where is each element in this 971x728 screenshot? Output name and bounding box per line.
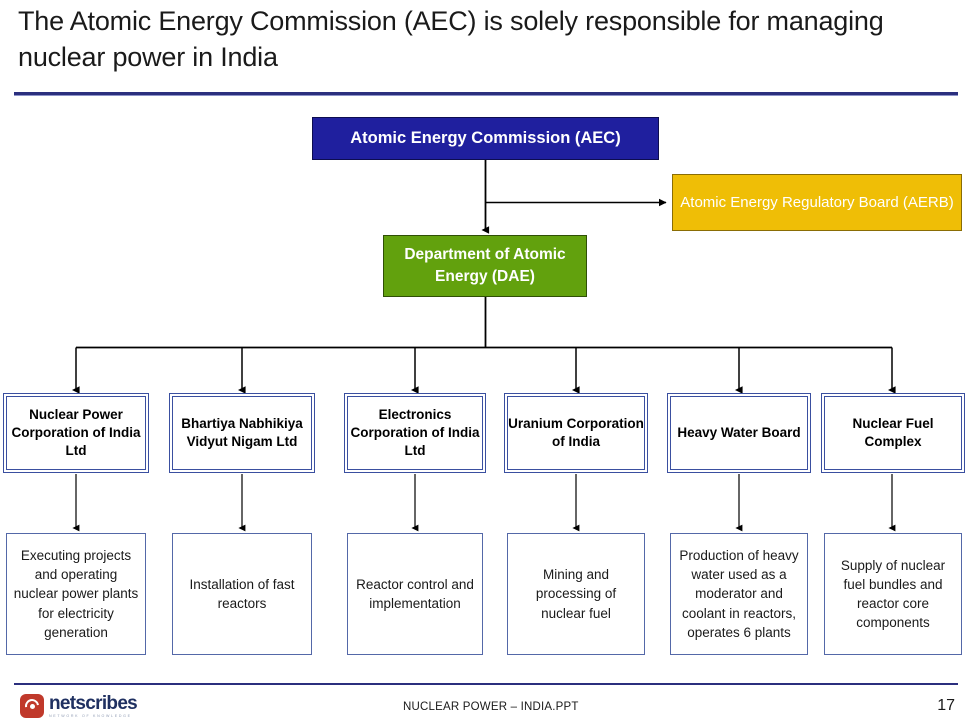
- org-box-nuclear-fuel-complex[interactable]: Nuclear Fuel Complex: [821, 393, 965, 473]
- logo-wordmark: netscribes: [49, 693, 138, 714]
- org-box-bhartiya-nabhikiya-vidyut-nigam[interactable]: Bhartiya Nabhikiya Vidyut Nigam Ltd: [169, 393, 315, 473]
- logo-tagline: network of knowledge: [49, 714, 132, 718]
- desc-box-nuclear-power-corporation: Executing projects and operating nuclear…: [6, 533, 146, 655]
- desc-box-bhartiya-nabhikiya-vidyut-nigam: Installation of fast reactors: [172, 533, 312, 655]
- org-box-heavy-water-board[interactable]: Heavy Water Board: [667, 393, 811, 473]
- title-divider: [14, 92, 958, 96]
- page-title: The Atomic Energy Commission (AEC) is so…: [18, 6, 884, 72]
- org-box-uranium-corporation[interactable]: Uranium Corporation of India: [504, 393, 648, 473]
- org-box-electronics-corporation[interactable]: Electronics Corporation of India Ltd: [344, 393, 486, 473]
- org-chart: Atomic Energy Commission (AEC) Atomic En…: [3, 117, 965, 655]
- netscribes-swirl-icon: [20, 694, 44, 719]
- node-atomic-energy-commission[interactable]: Atomic Energy Commission (AEC): [312, 117, 659, 160]
- desc-box-electronics-corporation: Reactor control and implementation: [347, 533, 483, 655]
- org-box-nuclear-power-corporation[interactable]: Nuclear Power Corporation of India Ltd: [3, 393, 149, 473]
- desc-box-heavy-water-board: Production of heavy water used as a mode…: [670, 533, 808, 655]
- logo-text: netscribes network of knowledge: [49, 693, 138, 719]
- footer-divider: [14, 683, 958, 685]
- node-atomic-energy-regulatory-board[interactable]: Atomic Energy Regulatory Board (AERB): [672, 174, 962, 231]
- node-department-of-atomic-energy[interactable]: Department of Atomic Energy (DAE): [383, 235, 587, 297]
- desc-box-uranium-corporation: Mining and processing of nuclear fuel: [507, 533, 645, 655]
- page-number: 17: [937, 697, 955, 714]
- desc-box-nuclear-fuel-complex: Supply of nuclear fuel bundles and react…: [824, 533, 962, 655]
- netscribes-logo: netscribes network of knowledge: [20, 693, 138, 719]
- footer-document-name: NUCLEAR POWER – INDIA.PPT: [403, 701, 579, 713]
